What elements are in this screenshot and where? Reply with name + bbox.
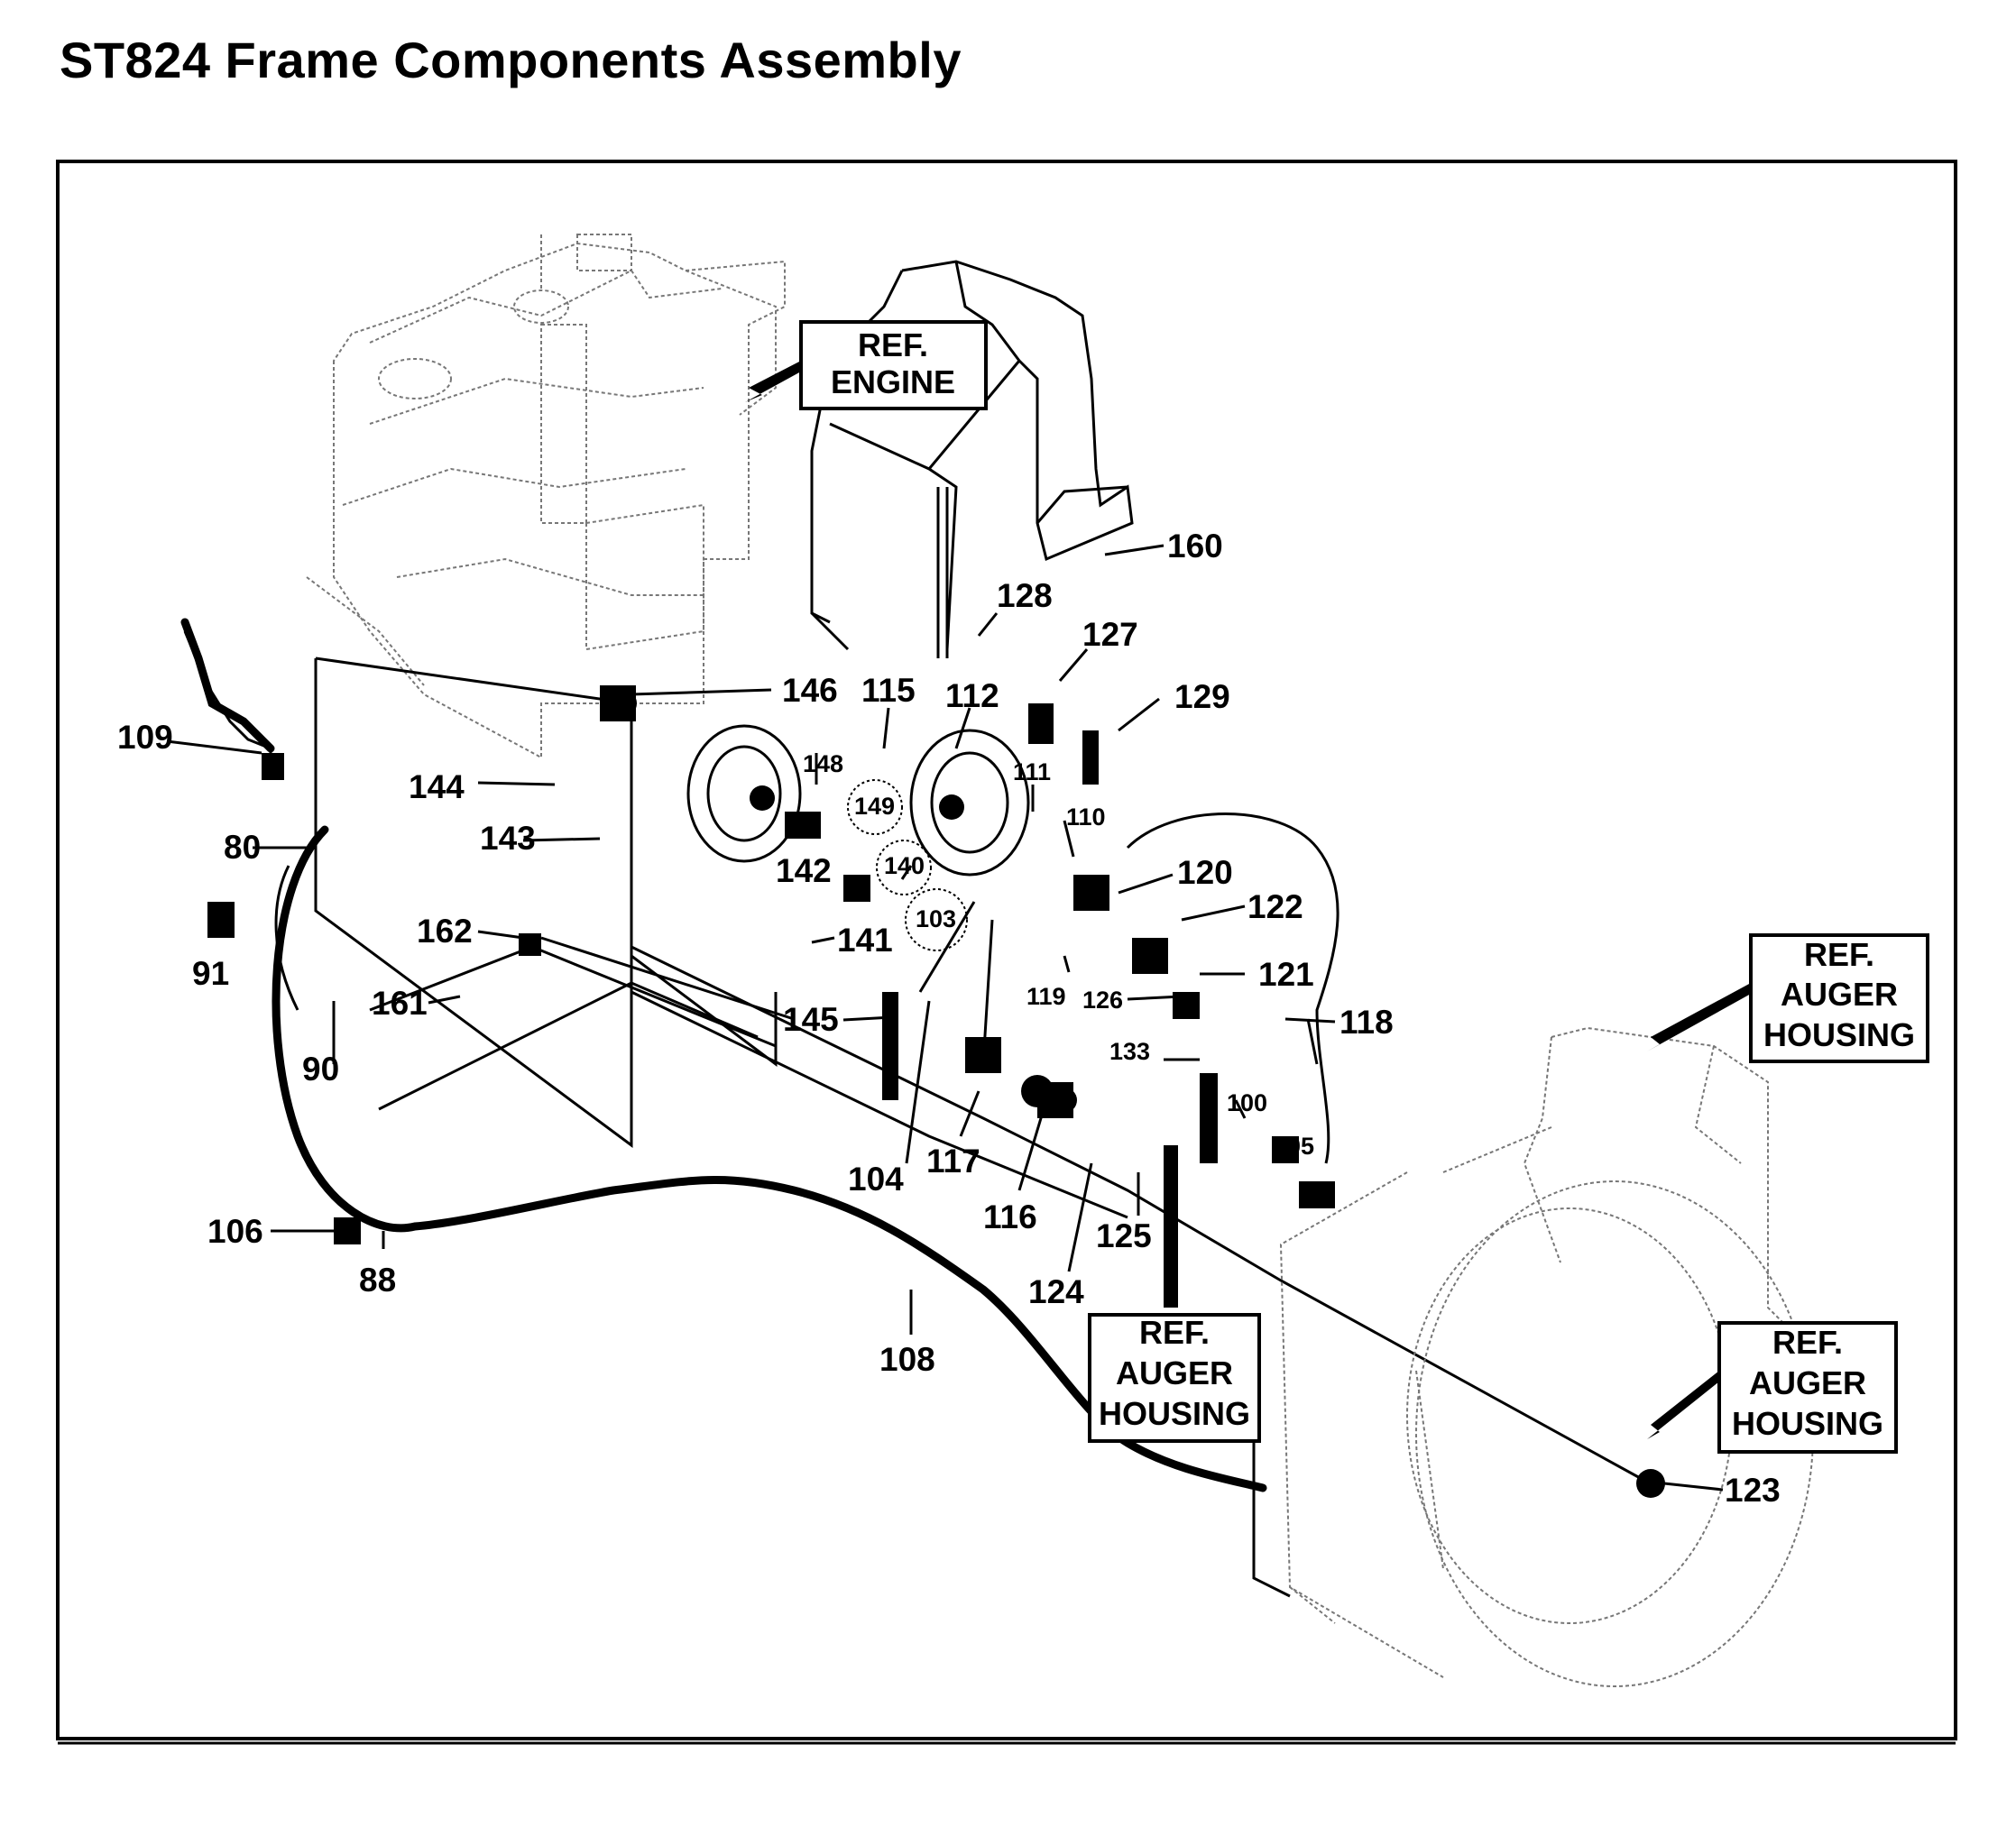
callout-125: 125 [1096, 1217, 1152, 1254]
callout-80: 80 [224, 829, 261, 866]
ref-auger-right-line1: REF. [1804, 936, 1874, 973]
callout-100: 100 [1227, 1089, 1267, 1116]
callout-112: 112 [945, 677, 999, 714]
ref-box-auger-housing-right: REF. AUGER HOUSING [1749, 933, 1929, 1063]
callout-120: 120 [1177, 854, 1233, 891]
ref-auger-right-line2: AUGER [1781, 976, 1898, 1013]
callout-105: 105 [1274, 1133, 1314, 1160]
ref-box-auger-housing-lower-right: REF. AUGER HOUSING [1717, 1321, 1898, 1454]
callout-119: 119 [1026, 983, 1066, 1010]
callout-123: 123 [1725, 1472, 1781, 1509]
callout-117: 117 [926, 1143, 980, 1180]
callout-133: 133 [1109, 1038, 1150, 1065]
callout-labels: 160 128 127 129 146 115 112 109 148 111 … [117, 528, 1781, 1509]
ref-auger-bottom-line1: REF. [1139, 1314, 1210, 1351]
callout-161: 161 [372, 985, 428, 1022]
ref-auger-lower-right-line3: HOUSING [1732, 1405, 1883, 1442]
callout-146: 146 [782, 672, 838, 709]
diagram-frame [56, 160, 1957, 1740]
ref-engine-line1: REF. [858, 326, 928, 363]
callout-122: 122 [1247, 888, 1303, 925]
callout-111: 111 [1013, 758, 1051, 785]
diagram-title: ST824 Frame Components Assembly [60, 32, 962, 88]
engine-illustration [306, 234, 786, 759]
ref-auger-lower-right-arrow [1647, 1371, 1719, 1439]
callout-143: 143 [480, 820, 536, 857]
ref-auger-bottom-line3: HOUSING [1099, 1395, 1250, 1432]
callout-103: 103 [916, 905, 956, 932]
callout-108: 108 [879, 1341, 935, 1378]
callout-126: 126 [1082, 987, 1123, 1014]
ref-auger-bottom-line2: AUGER [1116, 1354, 1233, 1391]
callout-140: 140 [884, 852, 925, 879]
ref-auger-lower-right-line2: AUGER [1749, 1364, 1866, 1401]
callout-127: 127 [1082, 616, 1138, 653]
leader-lines [166, 544, 1724, 1492]
callout-128: 128 [997, 577, 1053, 614]
callout-145: 145 [783, 1001, 839, 1038]
callout-88: 88 [359, 1262, 396, 1299]
ref-auger-right-line3: HOUSING [1763, 1016, 1915, 1053]
callout-160: 160 [1167, 528, 1223, 565]
ref-engine-arrow [745, 361, 801, 402]
callout-104: 104 [848, 1161, 904, 1198]
callout-91: 91 [192, 955, 229, 992]
callout-115: 115 [861, 672, 916, 709]
ref-engine-line2: ENGINE [831, 363, 955, 400]
ref-auger-right-arrow [1647, 983, 1751, 1051]
belt-cover-illustration [810, 260, 1134, 658]
callout-121: 121 [1258, 956, 1314, 993]
ref-box-auger-housing-bottom: REF. AUGER HOUSING [1088, 1313, 1261, 1443]
callout-109: 109 [117, 719, 173, 756]
callout-148: 148 [803, 750, 843, 777]
callout-129: 129 [1174, 678, 1230, 715]
callout-144: 144 [409, 768, 465, 805]
callout-162: 162 [417, 913, 473, 950]
callout-118: 118 [1339, 1004, 1394, 1041]
callout-110: 110 [1066, 803, 1106, 831]
callout-116: 116 [983, 1198, 1037, 1235]
callout-142: 142 [776, 852, 832, 889]
callout-124: 124 [1028, 1273, 1084, 1310]
callout-149: 149 [854, 793, 895, 820]
callout-106: 106 [207, 1213, 263, 1250]
callout-90: 90 [302, 1051, 339, 1088]
ref-auger-lower-right-line1: REF. [1772, 1324, 1843, 1361]
callout-141: 141 [837, 922, 893, 959]
callout-bubbles [847, 779, 968, 951]
ref-box-engine: REF. ENGINE [799, 320, 988, 410]
